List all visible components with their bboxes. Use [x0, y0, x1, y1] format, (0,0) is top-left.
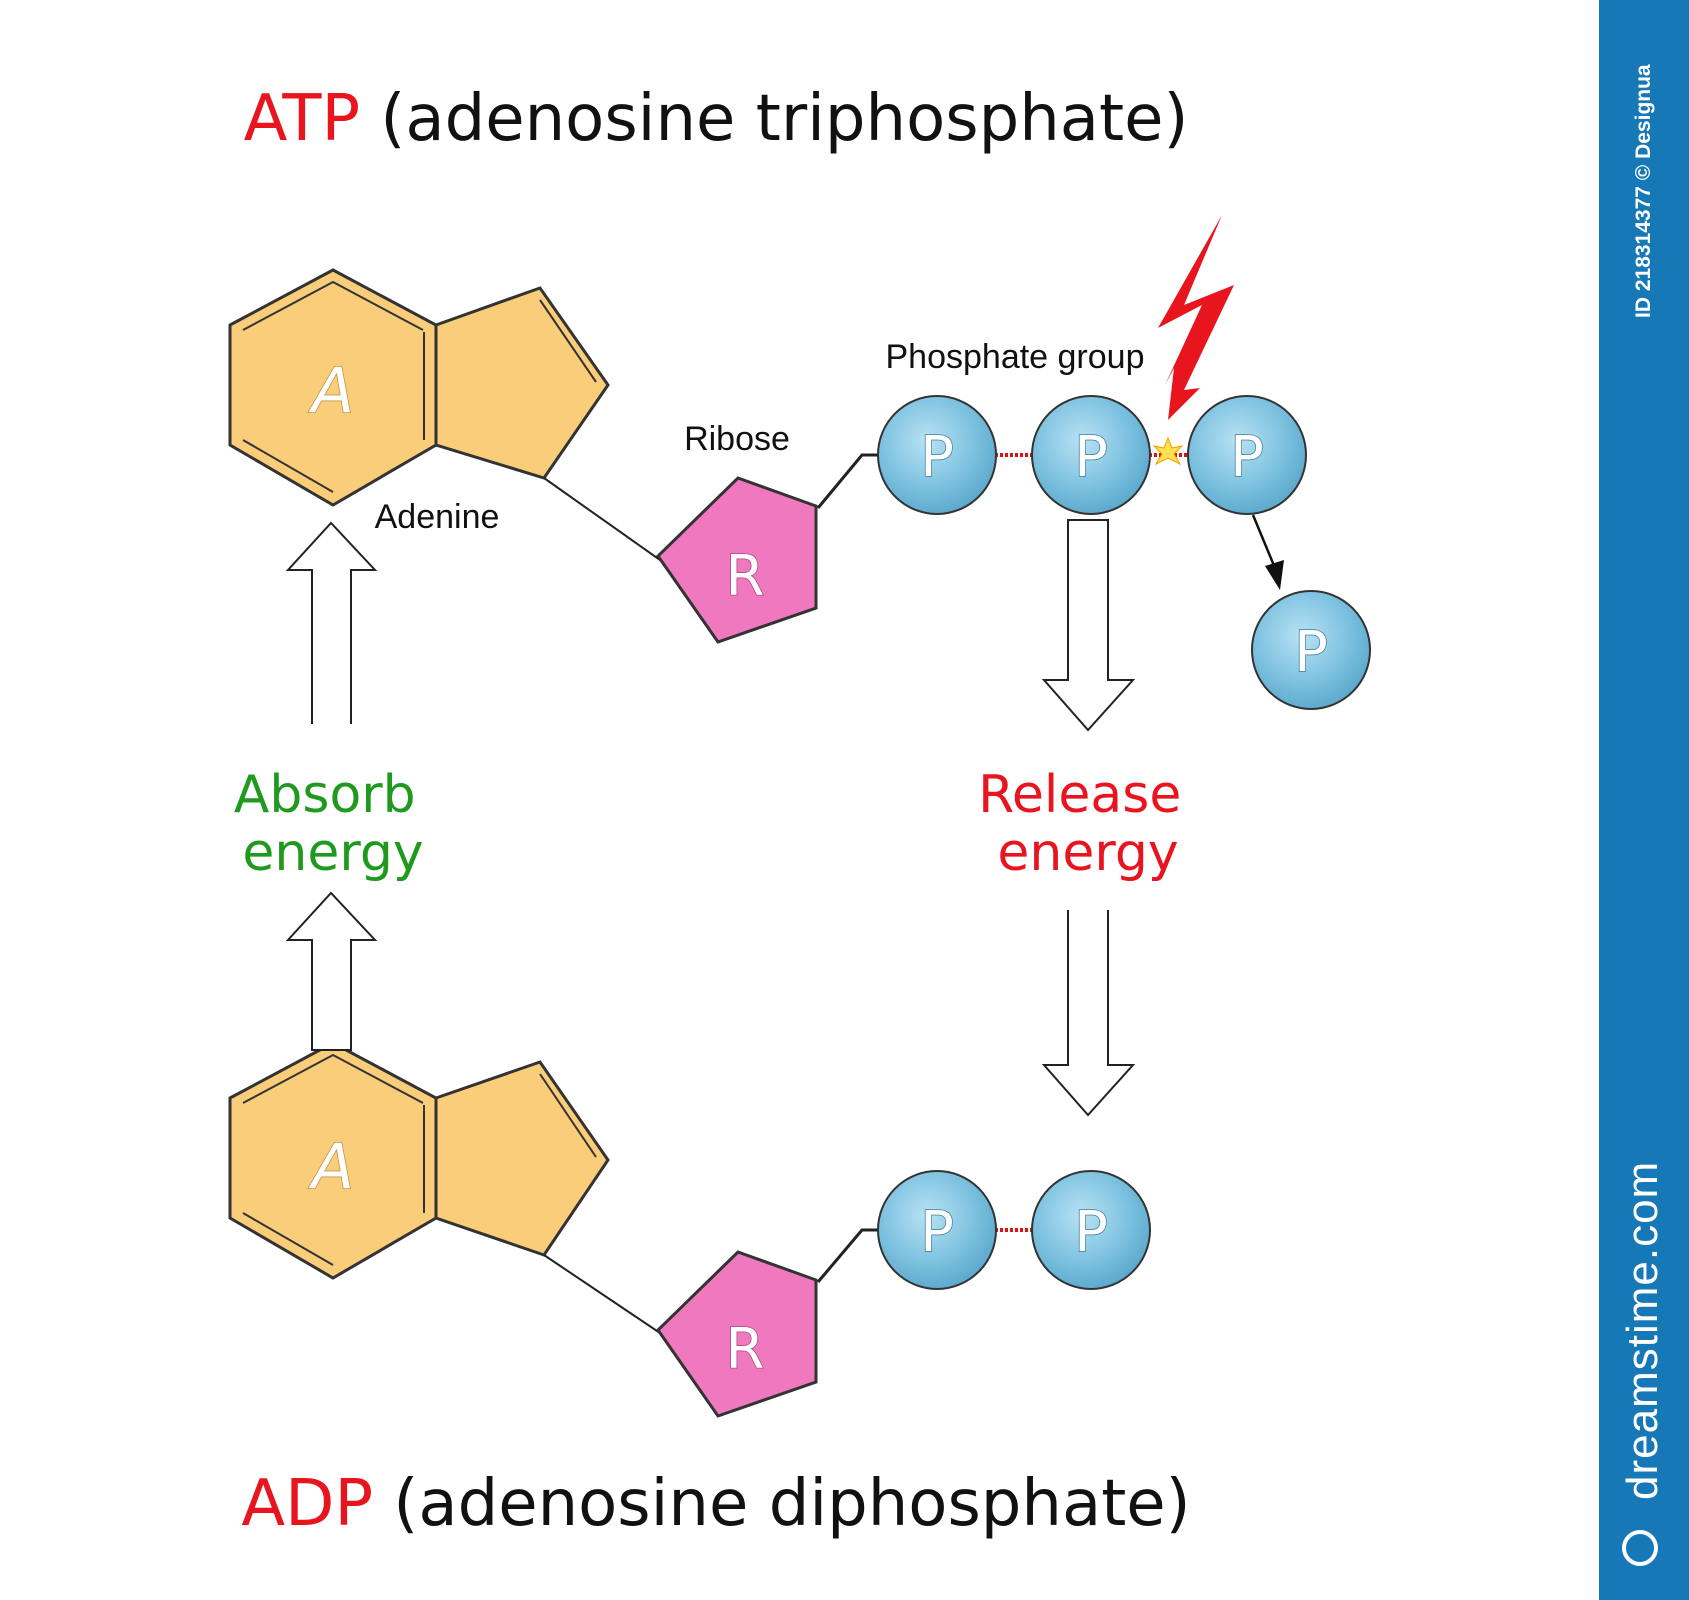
atp-phosphate-1 — [877, 395, 997, 515]
release-energy-line1: Release — [978, 765, 1181, 825]
phosphate-group-label: Phosphate group — [886, 338, 1145, 376]
atp-adenine-inner-line — [539, 299, 597, 383]
brand-text: dreamstime.com — [1618, 1160, 1667, 1500]
atp-adenine-inner-line — [242, 280, 424, 331]
atp-adp-cycle-diagram: ATP (adenosine triphosphate) ADP (adenos… — [228, 82, 1371, 1541]
brand-logo-icon — [1622, 1530, 1658, 1566]
atp-title: ATP (adenosine triphosphate) — [244, 82, 1189, 156]
atp-molecule: A R P P P P — [228, 268, 1371, 710]
atp-adenine-pentagon — [434, 286, 610, 480]
watermark-sidebar: ID 218314377 © Designua dreamstime.com — [1599, 0, 1689, 1600]
adenine-label: Adenine — [375, 498, 500, 536]
adp-molecule: A R P P — [228, 1041, 1151, 1418]
adp-adenine-inner-line — [539, 1073, 597, 1158]
atp-phosphate-letter: P — [1074, 425, 1108, 490]
adp-phosphate-1 — [877, 1170, 997, 1290]
release-energy-line2: energy — [997, 823, 1178, 883]
adp-ribose-pentagon — [656, 1250, 818, 1418]
released-phosphate-letter: P — [1294, 620, 1328, 685]
atp-ribose-pentagon — [656, 476, 818, 644]
released-phosphate-arrow-shaft — [1251, 514, 1277, 569]
atp-adenine-inner-line — [242, 439, 334, 493]
adp-phosphate-letter: P — [1074, 1200, 1108, 1265]
released-phosphate — [1251, 590, 1371, 710]
atp-phosphate-letter: P — [920, 425, 954, 490]
atp-ribose-letter: R — [726, 544, 765, 609]
absorb-energy-line1: Absorb — [234, 765, 416, 825]
adp-adenine-letter: A — [308, 1130, 354, 1203]
atp-phosphate-letter: P — [1230, 425, 1264, 490]
absorb-energy-label: Absorb energy — [234, 765, 432, 883]
atp-phosphate-3 — [1187, 395, 1307, 515]
adp-abbr: ADP — [241, 1467, 373, 1541]
release-arrow-upper — [1041, 519, 1136, 732]
atp-full-name: (adenosine triphosphate) — [360, 82, 1188, 156]
image-id-text: ID 218314377 © Designua — [1632, 64, 1655, 318]
adp-title: ADP (adenosine diphosphate) — [241, 1467, 1190, 1541]
adp-full-name: (adenosine diphosphate) — [373, 1467, 1191, 1541]
adp-adenine-inner-line — [242, 1053, 424, 1104]
release-energy-label: Release energy — [978, 765, 1198, 883]
atp-adenine-letter: A — [308, 354, 354, 427]
adp-ribose-phosphate-bond — [816, 1228, 885, 1283]
adp-ribose-letter: R — [726, 1317, 765, 1382]
atp-adenine-ribose-bond — [543, 477, 661, 561]
ribose-label: Ribose — [684, 420, 790, 458]
adp-adenine-pentagon — [434, 1060, 610, 1257]
absorb-arrow-upper — [285, 521, 378, 731]
absorb-energy-line2: energy — [242, 823, 423, 883]
atp-abbr: ATP — [244, 82, 361, 156]
lightning-bolt-icon — [1158, 215, 1234, 420]
released-phosphate-arrowhead — [1265, 560, 1284, 590]
adp-adenine-inner-line — [242, 1212, 334, 1266]
adp-phosphate-2 — [1031, 1170, 1151, 1290]
adp-adenine-ribose-bond — [543, 1254, 661, 1334]
absorb-arrow-lower — [285, 891, 378, 1051]
atp-phosphate-2 — [1031, 395, 1151, 515]
bond-break-spark — [1152, 436, 1184, 466]
atp-ribose-phosphate-bond — [816, 453, 885, 509]
release-arrow-lower — [1041, 904, 1136, 1117]
adp-phosphate-letter: P — [920, 1200, 954, 1265]
